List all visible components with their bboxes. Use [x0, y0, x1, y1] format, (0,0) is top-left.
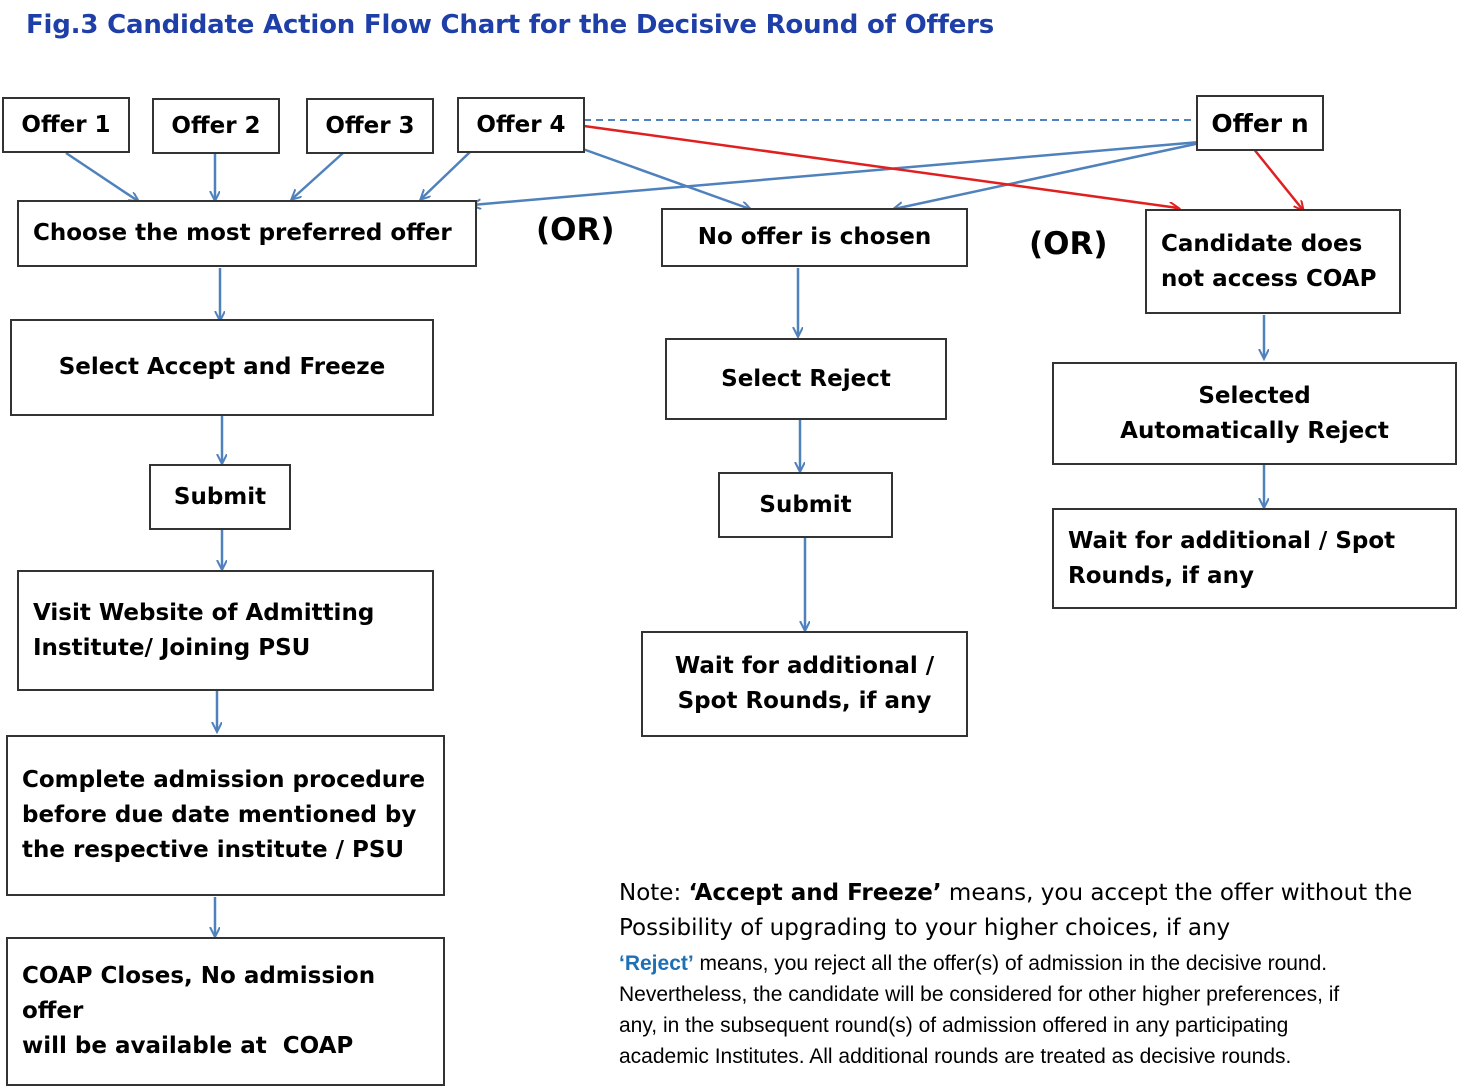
submit-reject-label: Submit [759, 491, 852, 518]
auto-reject-line-2: Automatically Reject [1120, 417, 1389, 444]
note-line-1: Note: ‘Accept and Freeze’ means, you acc… [619, 876, 1459, 911]
offer-4-label: Offer 4 [476, 111, 566, 138]
select-accept-freeze-label: Select Accept and Freeze [58, 354, 386, 380]
complete-admission-line-3: the respective institute / PSU [22, 837, 405, 863]
offer-1-box: Offer 1 [2, 97, 130, 153]
select-reject-box: Select Reject [665, 338, 947, 420]
offer-3-label: Offer 3 [325, 112, 415, 139]
note-line-2: Possibility of upgrading to your higher … [619, 915, 1231, 941]
offer-1-label: Offer 1 [21, 111, 111, 138]
no-offer-chosen-label: No offer is chosen [697, 224, 932, 250]
submit-accept-box: Submit [149, 464, 291, 530]
no-access-coap-line-2: not access COAP [1161, 265, 1377, 292]
note-term-reject: ‘Reject’ [619, 952, 694, 975]
note-prefix: Note: [619, 880, 689, 906]
coap-closes-line-1: COAP Closes, No admission offer [22, 963, 376, 1024]
submit-accept-label: Submit [173, 483, 267, 510]
no-access-coap-line-1: Candidate does [1161, 230, 1363, 257]
auto-reject-line-1: Selected [1198, 382, 1311, 409]
or-label-2: (OR) [1029, 226, 1108, 262]
auto-reject-box: Selected Automatically Reject [1052, 362, 1457, 465]
wait-additional-right-line-2: Rounds, if any [1068, 562, 1254, 589]
offer-4-box: Offer 4 [457, 97, 585, 153]
choose-preferred-offer-label: Choose the most preferred offer [33, 220, 452, 246]
visit-website-box: Visit Website of Admitting Institute/ Jo… [17, 570, 434, 691]
offer-2-label: Offer 2 [171, 112, 261, 139]
select-reject-label: Select Reject [721, 365, 891, 392]
figure-title: Fig.3 Candidate Action Flow Chart for th… [26, 10, 995, 40]
note-line-5: any, in the subsequent round(s) of admis… [619, 1014, 1289, 1037]
note-block: Note: ‘Accept and Freeze’ means, you acc… [619, 876, 1459, 1072]
visit-website-line-1: Visit Website of Admitting [33, 599, 375, 626]
no-offer-chosen-box: No offer is chosen [661, 208, 968, 267]
no-access-coap-box: Candidate does not access COAP [1145, 209, 1401, 314]
visit-website-line-2: Institute/ Joining PSU [33, 634, 311, 661]
coap-closes-line-2: will be available at COAP [22, 1033, 354, 1059]
note-line-3: ‘Reject’ means, you reject all the offer… [619, 948, 1459, 979]
complete-admission-line-1: Complete admission procedure [22, 767, 426, 793]
note-line-6: academic Institutes. All additional roun… [619, 1045, 1292, 1068]
wait-additional-middle-box: Wait for additional / Spot Rounds, if an… [641, 631, 968, 737]
offer-3-box: Offer 3 [306, 98, 434, 154]
choose-preferred-offer-box: Choose the most preferred offer [17, 200, 477, 267]
wait-additional-right-line-1: Wait for additional / Spot [1068, 527, 1396, 554]
or-label-1: (OR) [536, 212, 615, 248]
note-line-1-rest: means, you accept the offer without the [941, 880, 1413, 906]
note-line-3-rest: means, you reject all the offer(s) of ad… [693, 952, 1328, 975]
wait-additional-right-box: Wait for additional / Spot Rounds, if an… [1052, 508, 1457, 609]
coap-closes-box: COAP Closes, No admission offer will be … [6, 937, 445, 1086]
offer-2-box: Offer 2 [152, 98, 280, 154]
offer-n-box: Offer n [1196, 95, 1324, 151]
complete-admission-box: Complete admission procedure before due … [6, 735, 445, 896]
complete-admission-line-2: before due date mentioned by [22, 802, 417, 828]
select-accept-freeze-box: Select Accept and Freeze [10, 319, 434, 416]
submit-reject-box: Submit [718, 472, 893, 538]
note-line-4: Nevertheless, the candidate will be cons… [619, 983, 1340, 1006]
wait-additional-middle-line-2: Spot Rounds, if any [677, 688, 932, 714]
wait-additional-middle-line-1: Wait for additional / [674, 653, 935, 679]
note-term-accept-freeze: ‘Accept and Freeze’ [688, 880, 942, 906]
offer-n-label: Offer n [1211, 108, 1309, 138]
